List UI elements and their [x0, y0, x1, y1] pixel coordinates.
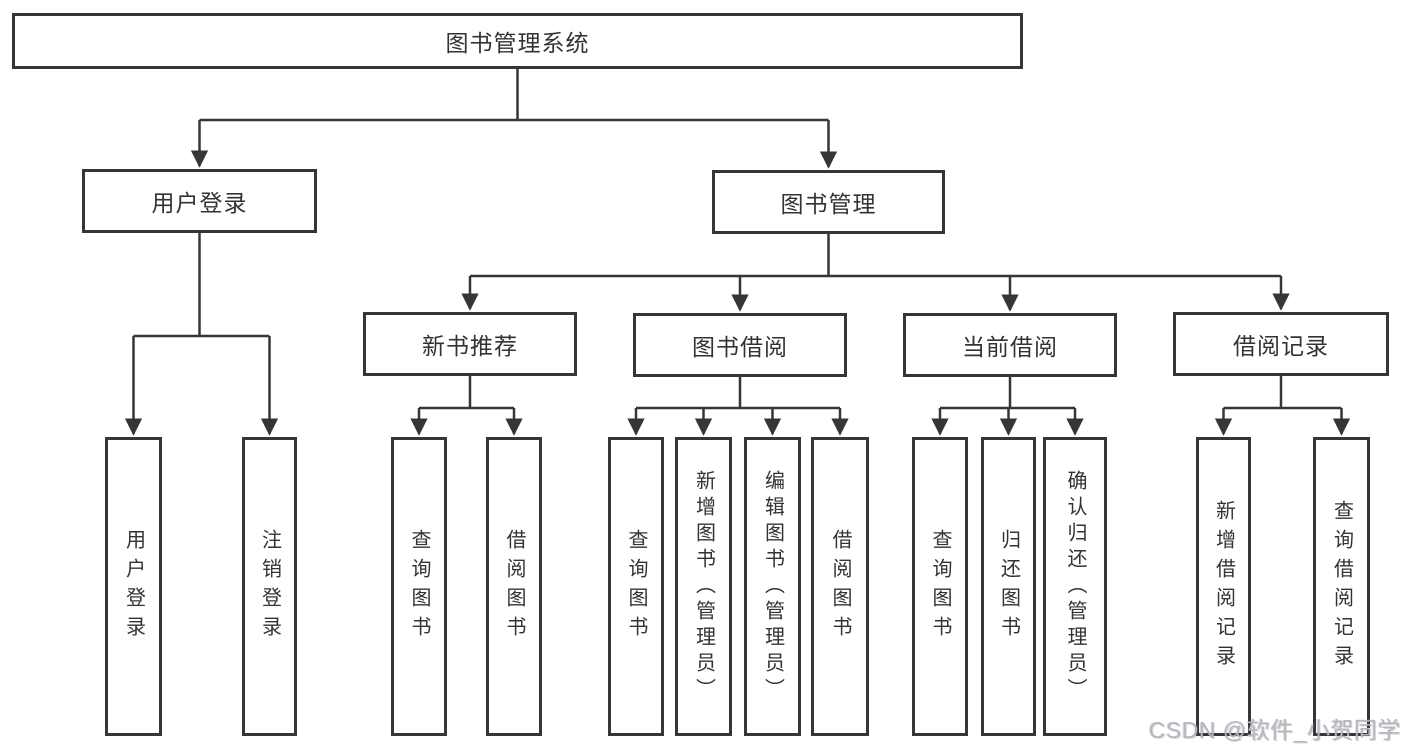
leaf-add-books-admin: 新增图书（管理员）	[675, 437, 732, 736]
leaf-confirm-return-admin: 确认归还（管理员）	[1043, 437, 1107, 736]
leaf-query-books-current: 查询图书	[912, 437, 968, 736]
leaf-logout: 注销登录	[242, 437, 297, 736]
leaf-edit-books-admin: 编辑图书（管理员）	[744, 437, 801, 736]
leaf-borrow-books-recommend: 借阅图书	[486, 437, 542, 736]
node-new-book-recommend: 新书推荐	[363, 312, 577, 376]
leaf-query-borrow-record: 查询借阅记录	[1313, 437, 1370, 736]
node-root-system: 图书管理系统	[12, 13, 1023, 69]
leaf-query-books-borrow: 查询图书	[608, 437, 664, 736]
node-book-borrow: 图书借阅	[633, 313, 847, 377]
leaf-user-login: 用户登录	[105, 437, 162, 736]
node-borrow-records: 借阅记录	[1173, 312, 1389, 376]
leaf-return-books: 归还图书	[981, 437, 1036, 736]
node-user-login: 用户登录	[82, 169, 317, 233]
leaf-query-books-recommend: 查询图书	[391, 437, 447, 736]
node-current-borrow: 当前借阅	[903, 313, 1117, 377]
leaf-borrow-books: 借阅图书	[811, 437, 869, 736]
leaf-add-borrow-record: 新增借阅记录	[1196, 437, 1251, 736]
node-book-management: 图书管理	[712, 170, 945, 234]
